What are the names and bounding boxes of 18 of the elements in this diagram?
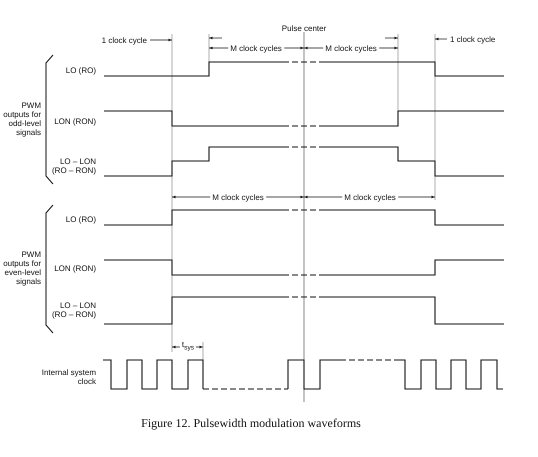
dimension-label: M clock cycles bbox=[228, 44, 284, 53]
signal-label: Internal system clock bbox=[40, 368, 96, 386]
signal-label: LO – LON (RO – RON) bbox=[51, 157, 96, 175]
signal-label: LO (RO) bbox=[66, 215, 96, 224]
signal-label: LO (RO) bbox=[66, 66, 96, 75]
annotation: Pulse center bbox=[282, 24, 326, 33]
group-label: PWM outputs for even-level signals bbox=[2, 250, 41, 286]
dimension-label: M clock cycles bbox=[323, 44, 379, 53]
dimension-label: 1 clock cycle bbox=[102, 36, 147, 45]
caption: Figure 12. Pulsewidth modulation waveforms bbox=[141, 416, 361, 431]
signal-label: LON (RON) bbox=[54, 117, 96, 126]
dimension-label: M clock cycles bbox=[342, 193, 398, 202]
dimension-label: t$_{sys}$ bbox=[180, 340, 196, 353]
signal-label: LO – LON (RO – RON) bbox=[51, 301, 96, 319]
signal-label: LON (RON) bbox=[54, 264, 96, 273]
dimension-label: M clock cycles bbox=[210, 193, 266, 202]
dimension-label: 1 clock cycle bbox=[450, 35, 496, 44]
group-label: PWM outputs for odd-level signals bbox=[2, 101, 41, 137]
